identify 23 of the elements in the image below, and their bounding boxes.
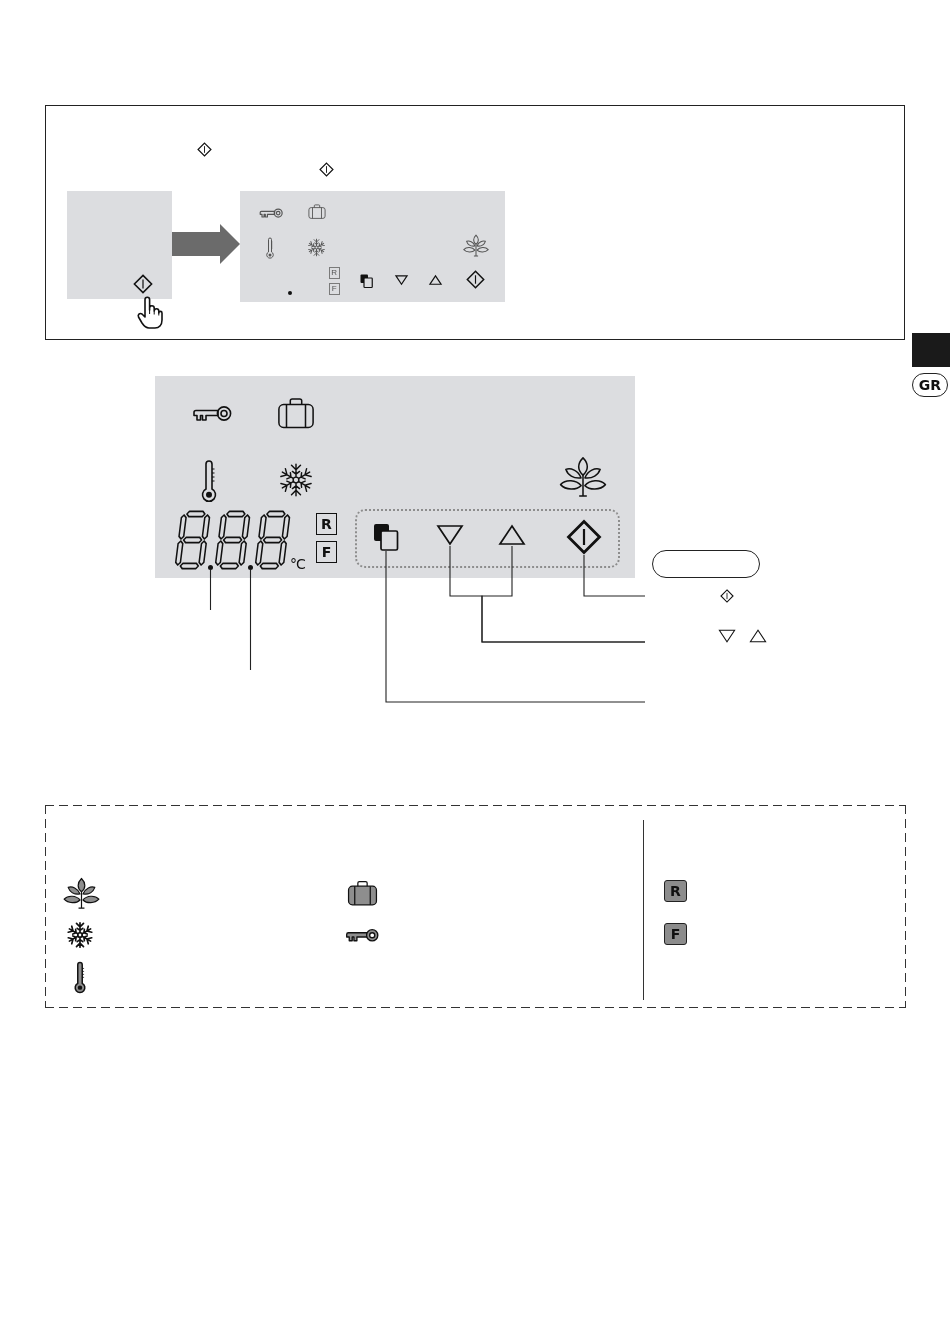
indicator-key: F [316,541,337,563]
control-panel-thumbnail [66,190,172,299]
leader-line [583,554,646,597]
block-arrow [172,224,240,264]
decimal-point-icon [248,564,253,570]
overlapping-squares-icon [372,522,399,551]
up-triangle-icon [497,523,526,546]
leader-line [481,545,646,643]
button-group-outline [355,509,620,568]
decimal-point-icon [208,564,213,570]
leader-line [385,550,646,703]
unit-label: °C [290,555,306,573]
instruction-frame [45,105,905,340]
indicator-key: F [328,282,340,295]
indicator-key: R [328,266,340,279]
indicator-symbol: F [664,923,687,945]
indicator-key: R [316,513,337,535]
indicator-symbol: R [664,880,687,902]
legend-frame [45,805,906,1008]
power-icon [565,518,602,555]
control-panel [155,376,635,578]
control-panel-thumbnail [239,190,505,302]
down-triangle-icon [435,523,464,546]
